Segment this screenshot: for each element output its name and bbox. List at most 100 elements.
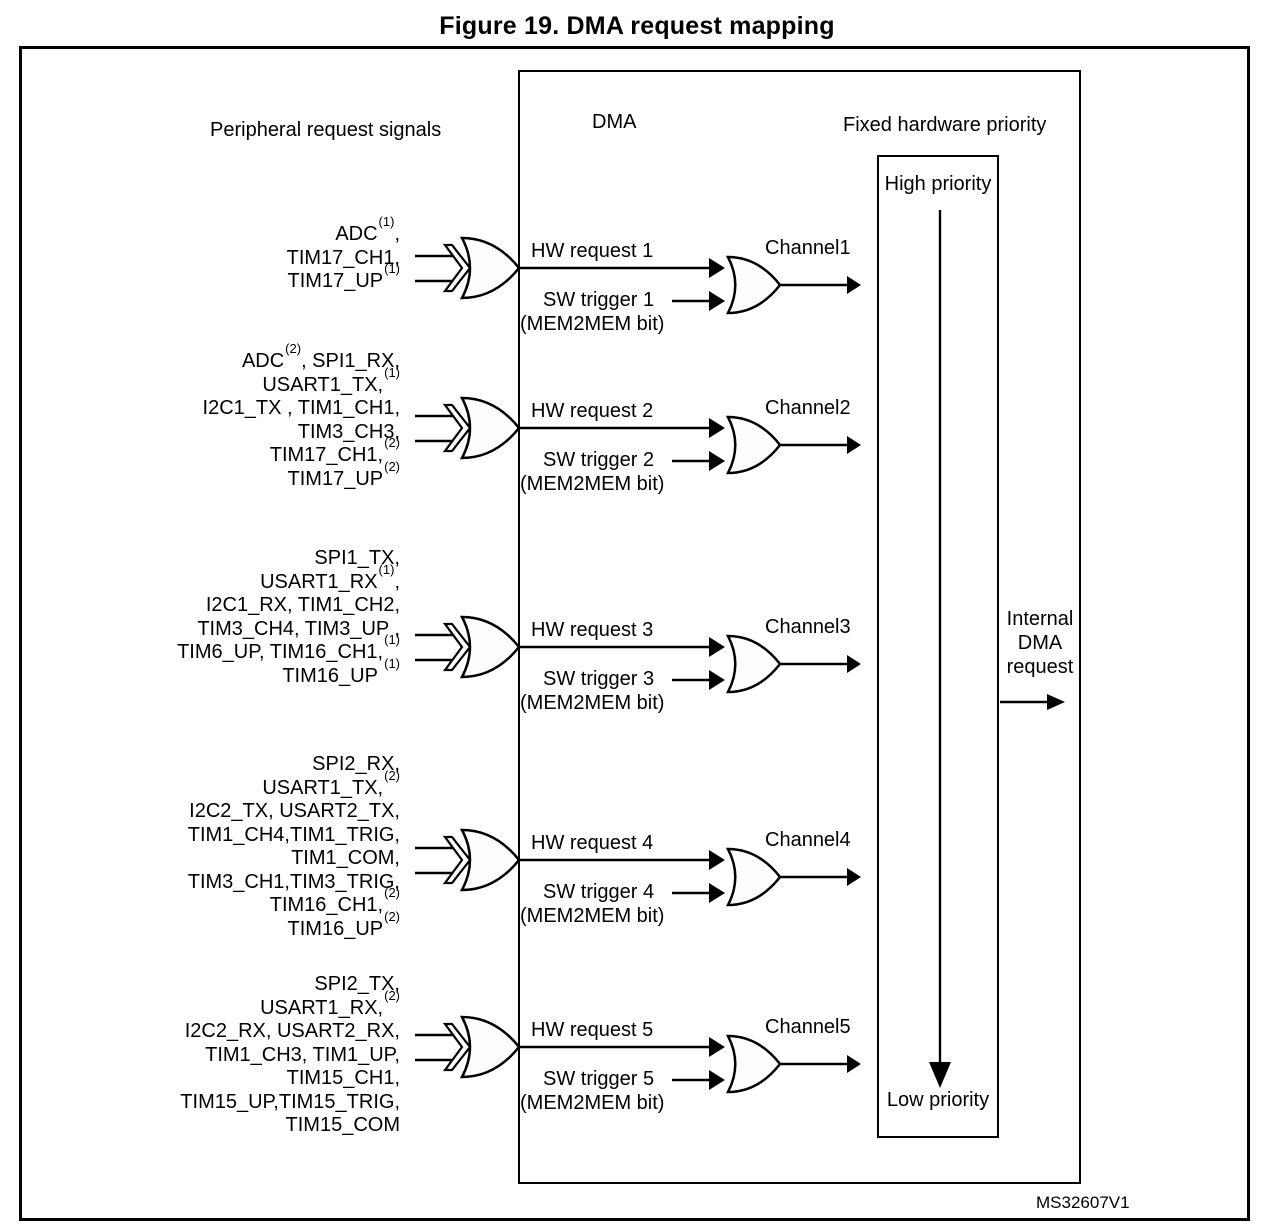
footnote-superscript: (2) <box>384 908 400 924</box>
signal-line: TIM17_CH1,(2) <box>269 435 400 466</box>
channel-gate-5 <box>725 1034 782 1094</box>
footnote-superscript: (1) <box>384 364 400 380</box>
signal-line: TIM6_UP, TIM16_CH1,(1) <box>177 632 400 663</box>
signal-line: ADC(1), <box>335 214 400 245</box>
input-arrow-head-2 <box>442 403 472 453</box>
hw-request-label-3: HW request 3 <box>531 619 654 641</box>
mem2mem-label-4: (MEM2MEM bit) <box>520 905 665 927</box>
signal-line: TIM16_UP (1) <box>282 655 400 687</box>
mem2mem-label-3: (MEM2MEM bit) <box>520 692 665 714</box>
signal-group-1: ADC(1),TIM17_CH1,TIM17_UP(1) <box>287 214 400 294</box>
sw-trigger-arrow-head-3 <box>709 670 725 690</box>
channel-label-1: Channel1 <box>765 237 851 259</box>
or-gate-input-4 <box>459 828 521 892</box>
channel-gate-3 <box>725 634 782 694</box>
hw-request-arrow-head-2 <box>709 418 725 438</box>
signal-line: TIM3_CH1,TIM3_TRIG, <box>187 870 400 893</box>
mem2mem-label-2: (MEM2MEM bit) <box>520 473 665 495</box>
footnote-superscript: (2) <box>384 458 400 474</box>
rows-graphics <box>415 236 861 1094</box>
signal-line: TIM3_CH4, TIM3_UP , <box>197 617 400 640</box>
channel-gate-1 <box>725 255 782 315</box>
signal-line: SPI1_TX, <box>314 547 400 569</box>
channel-output-arrow-head-4 <box>847 868 861 886</box>
signal-line: SPI2_TX, <box>314 973 400 995</box>
hw-request-label-2: HW request 2 <box>531 400 654 422</box>
dma-header: DMA <box>592 111 637 133</box>
channel-label-2: Channel2 <box>765 397 851 419</box>
signal-line: I2C2_RX, USART2_RX, <box>184 1020 400 1042</box>
priority-box <box>877 155 999 1138</box>
signal-line: USART1_TX,(2) <box>262 767 400 799</box>
signal-group-2: ADC(2), SPI1_RX,USART1_TX,(1)I2C1_TX , T… <box>202 341 400 491</box>
footnote-superscript: (1) <box>384 261 400 277</box>
internal-dma-request-line2: DMA <box>1017 632 1063 654</box>
channel-output-arrow-head-1 <box>847 276 861 294</box>
footnote-superscript: (1) <box>378 561 395 577</box>
footnote-superscript: (2) <box>384 885 400 901</box>
input-arrow-head-4 <box>442 835 472 885</box>
channel-output-arrow-head-5 <box>847 1055 861 1073</box>
figure-title: Figure 19. DMA request mapping <box>439 12 835 40</box>
signal-line: I2C1_TX , TIM1_CH1, <box>202 397 400 419</box>
internal-dma-request-line1: Internal <box>1006 608 1074 630</box>
or-gate-input-5 <box>459 1015 521 1079</box>
signal-line: TIM15_UP,TIM15_TRIG, <box>180 1090 400 1113</box>
sw-trigger-label-2: SW trigger 2 <box>543 449 655 471</box>
signal-line: USART1_RX,(2) <box>260 987 400 1019</box>
footnote-superscript: (2) <box>384 987 400 1003</box>
input-arrow-head-1 <box>442 243 472 293</box>
sw-trigger-label-1: SW trigger 1 <box>543 289 655 311</box>
hw-request-arrow-head-3 <box>709 637 725 657</box>
footnote-superscript: (1) <box>378 214 395 230</box>
sw-trigger-label-5: SW trigger 5 <box>543 1068 655 1090</box>
watermark: MS32607V1 <box>1036 1193 1130 1212</box>
signal-line: TIM16_CH1,(2) <box>269 885 400 916</box>
signal-line: I2C1_RX, TIM1_CH2, <box>205 594 400 616</box>
signal-line: I2C2_TX, USART2_TX, <box>189 800 400 822</box>
hw-request-label-4: HW request 4 <box>531 832 654 854</box>
priority-arrow-head <box>929 1062 951 1088</box>
or-gate-input-2 <box>459 396 521 460</box>
signal-line: SPI2_RX, <box>312 753 400 775</box>
signal-line: TIM17_UP(1) <box>287 261 400 292</box>
signal-line: TIM1_COM, <box>291 847 400 869</box>
sw-trigger-arrow-head-5 <box>709 1070 725 1090</box>
priority-arrow <box>929 210 951 1088</box>
footnote-superscript: (1) <box>384 655 400 671</box>
signal-line: USART1_TX,(1) <box>262 364 400 396</box>
internal-dma-request-line3: request <box>1006 656 1074 678</box>
signal-line: TIM1_CH3, TIM1_UP, <box>205 1043 400 1066</box>
hw-request-label-1: HW request 1 <box>531 240 654 262</box>
hw-request-arrow-head-1 <box>709 258 725 278</box>
sw-trigger-label-4: SW trigger 4 <box>543 881 655 903</box>
footnote-superscript: (1) <box>384 632 400 648</box>
hw-request-label-5: HW request 5 <box>531 1019 654 1041</box>
input-arrow-head-3 <box>442 622 472 672</box>
hw-request-arrow-head-4 <box>709 850 725 870</box>
signal-line: TIM16_UP(2) <box>287 908 400 940</box>
or-gate-input-3 <box>459 615 521 679</box>
or-gate-input-1 <box>459 236 521 300</box>
channel-output-arrow-head-3 <box>847 655 861 673</box>
sw-trigger-arrow-head-1 <box>709 291 725 311</box>
signal-line: ADC(2), SPI1_RX, <box>241 341 400 372</box>
footnote-superscript: (2) <box>384 767 400 783</box>
channel-label-5: Channel5 <box>765 1016 851 1038</box>
signal-line: TIM15_COM <box>285 1114 400 1136</box>
channel-gate-2 <box>725 415 782 475</box>
input-arrow-head-5 <box>442 1022 472 1072</box>
internal-request-arrow-head <box>1047 694 1065 710</box>
signal-line: TIM1_CH4,TIM1_TRIG, <box>187 823 400 846</box>
sw-trigger-arrow-head-2 <box>709 451 725 471</box>
channel-label-3: Channel3 <box>765 616 851 638</box>
signal-group-4: SPI2_RX,USART1_TX,(2)I2C2_TX, USART2_TX,… <box>188 753 400 941</box>
internal-dma-request-label: Internal DMA request <box>999 607 1081 679</box>
sw-trigger-label-3: SW trigger 3 <box>543 668 655 690</box>
high-priority-label: High priority <box>884 173 992 195</box>
dma-box <box>518 70 1081 1184</box>
mem2mem-label-5: (MEM2MEM bit) <box>520 1092 665 1114</box>
signal-line: TIM17_UP(2) <box>287 458 400 490</box>
peripheral-signals-header: Peripheral request signals <box>210 119 442 141</box>
low-priority-label: Low priority <box>886 1089 990 1111</box>
